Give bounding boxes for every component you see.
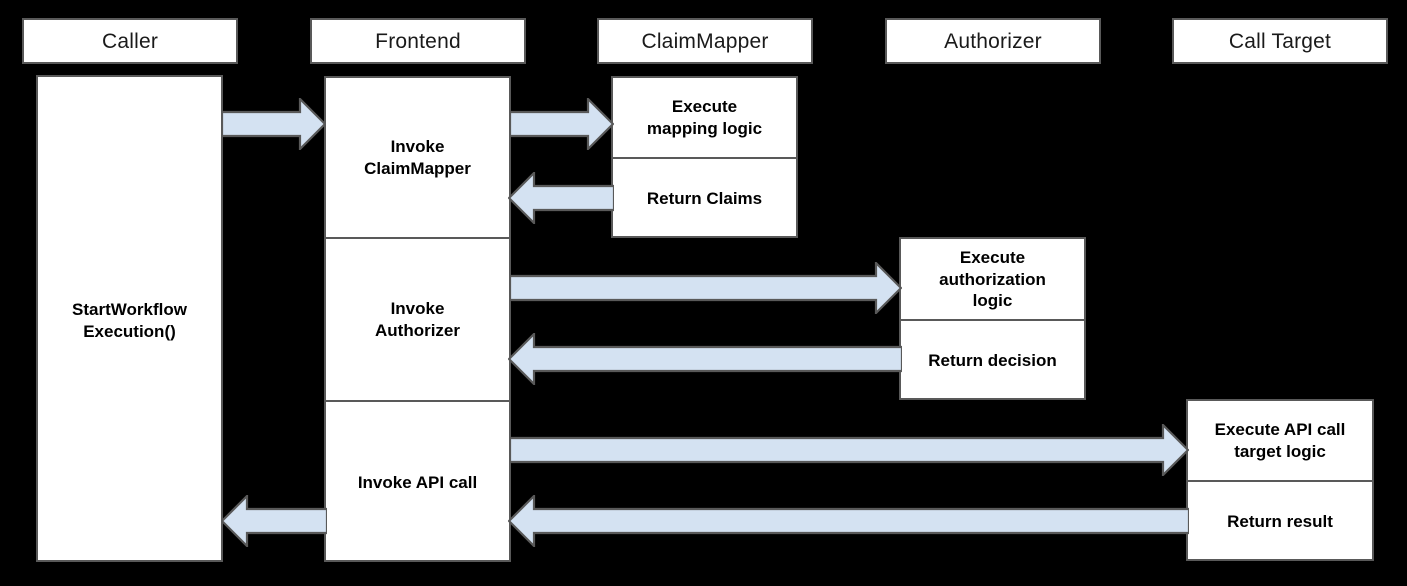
frontend-activation-label-1: Invoke Authorizer <box>375 298 460 340</box>
lifeline-header-caller: Caller <box>22 18 238 64</box>
frontend-activation-divider-1 <box>326 400 509 402</box>
msg-frontend-to-claimmapper <box>510 98 614 150</box>
msg-frontend-to-authorizer <box>510 262 902 314</box>
authorizer-activation-divider-0 <box>901 319 1084 321</box>
caller-activation: StartWorkflow Execution() <box>36 75 223 562</box>
caller-activation-label-0: StartWorkflow Execution() <box>72 299 187 341</box>
lifeline-header-frontend: Frontend <box>310 18 526 64</box>
msg-frontend-to-caller <box>221 495 327 547</box>
lifeline-header-claimmapper: ClaimMapper <box>597 18 813 64</box>
msg-frontend-to-caller-shape <box>221 495 327 547</box>
msg-caller-to-frontend <box>222 98 326 150</box>
msg-frontend-to-claimmapper-shape <box>510 98 614 150</box>
calltarget-activation-divider-0 <box>1188 480 1372 482</box>
msg-frontend-to-calltarget <box>510 424 1189 476</box>
msg-frontend-to-authorizer-shape <box>510 262 902 314</box>
msg-calltarget-to-frontend-shape <box>508 495 1189 547</box>
authorizer-activation-label-1: Return decision <box>928 351 1057 371</box>
msg-authorizer-to-frontend <box>508 333 902 385</box>
calltarget-activation-label-0: Execute API call target logic <box>1214 420 1346 461</box>
authorizer-activation-label-0: Execute authorization logic <box>939 247 1046 311</box>
lifeline-header-calltarget: Call Target <box>1172 18 1388 64</box>
msg-calltarget-to-frontend <box>508 495 1189 547</box>
msg-caller-to-frontend-shape <box>222 98 326 150</box>
frontend-activation-label-2: Invoke API call <box>357 472 478 492</box>
msg-claimmapper-to-frontend-shape <box>508 172 614 224</box>
frontend-activation-label-0: Invoke ClaimMapper <box>364 137 471 178</box>
msg-frontend-to-calltarget-shape <box>510 424 1189 476</box>
claimmapper-activation-divider-0 <box>613 157 796 159</box>
calltarget-activation-label-1: Return result <box>1227 512 1333 532</box>
frontend-activation-divider-0 <box>326 237 509 239</box>
msg-authorizer-to-frontend-shape <box>508 333 902 385</box>
claimmapper-activation-label-1: Return Claims <box>646 189 763 209</box>
claimmapper-activation-label-0: Execute mapping logic <box>646 97 763 138</box>
msg-claimmapper-to-frontend <box>508 172 614 224</box>
lifeline-header-authorizer: Authorizer <box>885 18 1101 64</box>
